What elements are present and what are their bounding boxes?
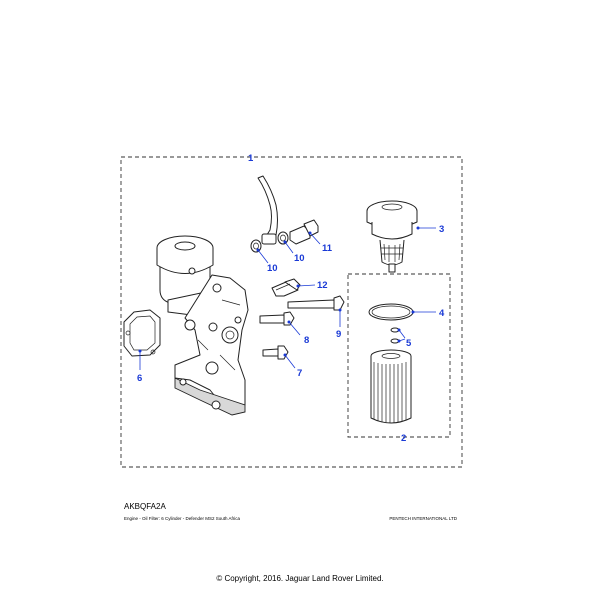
bolt-part-7 — [262, 345, 289, 360]
filter-housing-part — [156, 235, 249, 416]
callout-4: 4 — [439, 308, 445, 319]
callout-7: 7 — [297, 368, 302, 379]
callout-3: 3 — [439, 224, 444, 235]
long-bolt-part — [287, 295, 345, 311]
callout-9: 9 — [336, 329, 341, 340]
copyright-notice: © Copyright, 2016. Jaguar Land Rover Lim… — [216, 574, 384, 583]
reference-code: AKBQFA2A — [124, 502, 166, 511]
leader-lines — [138, 226, 436, 370]
callout-1: 1 — [248, 153, 254, 164]
callout-5: 5 — [406, 338, 412, 349]
callout-11: 11 — [322, 243, 333, 254]
bolt-part-8 — [259, 311, 295, 326]
breather-pipe-part — [250, 175, 319, 253]
filter-element-box — [347, 273, 451, 438]
supplier-name: PENTECH INTERNATIONAL LTD — [389, 516, 457, 521]
o-ring-part — [368, 303, 414, 321]
callout-10a: 10 — [267, 263, 278, 274]
filter-element-part — [370, 349, 412, 424]
callout-12: 12 — [317, 280, 328, 291]
diagram-caption: Engine - Oil Filter: 6 Cylinder - Defend… — [124, 516, 241, 521]
assembly-box — [120, 156, 463, 468]
union-fitting-part — [271, 278, 301, 297]
gasket-part — [123, 309, 161, 357]
callout-2: 2 — [401, 433, 406, 444]
callout-8: 8 — [304, 335, 309, 346]
callout-6: 6 — [137, 373, 142, 384]
filter-cap-part — [366, 200, 418, 273]
callout-10b: 10 — [294, 253, 305, 264]
